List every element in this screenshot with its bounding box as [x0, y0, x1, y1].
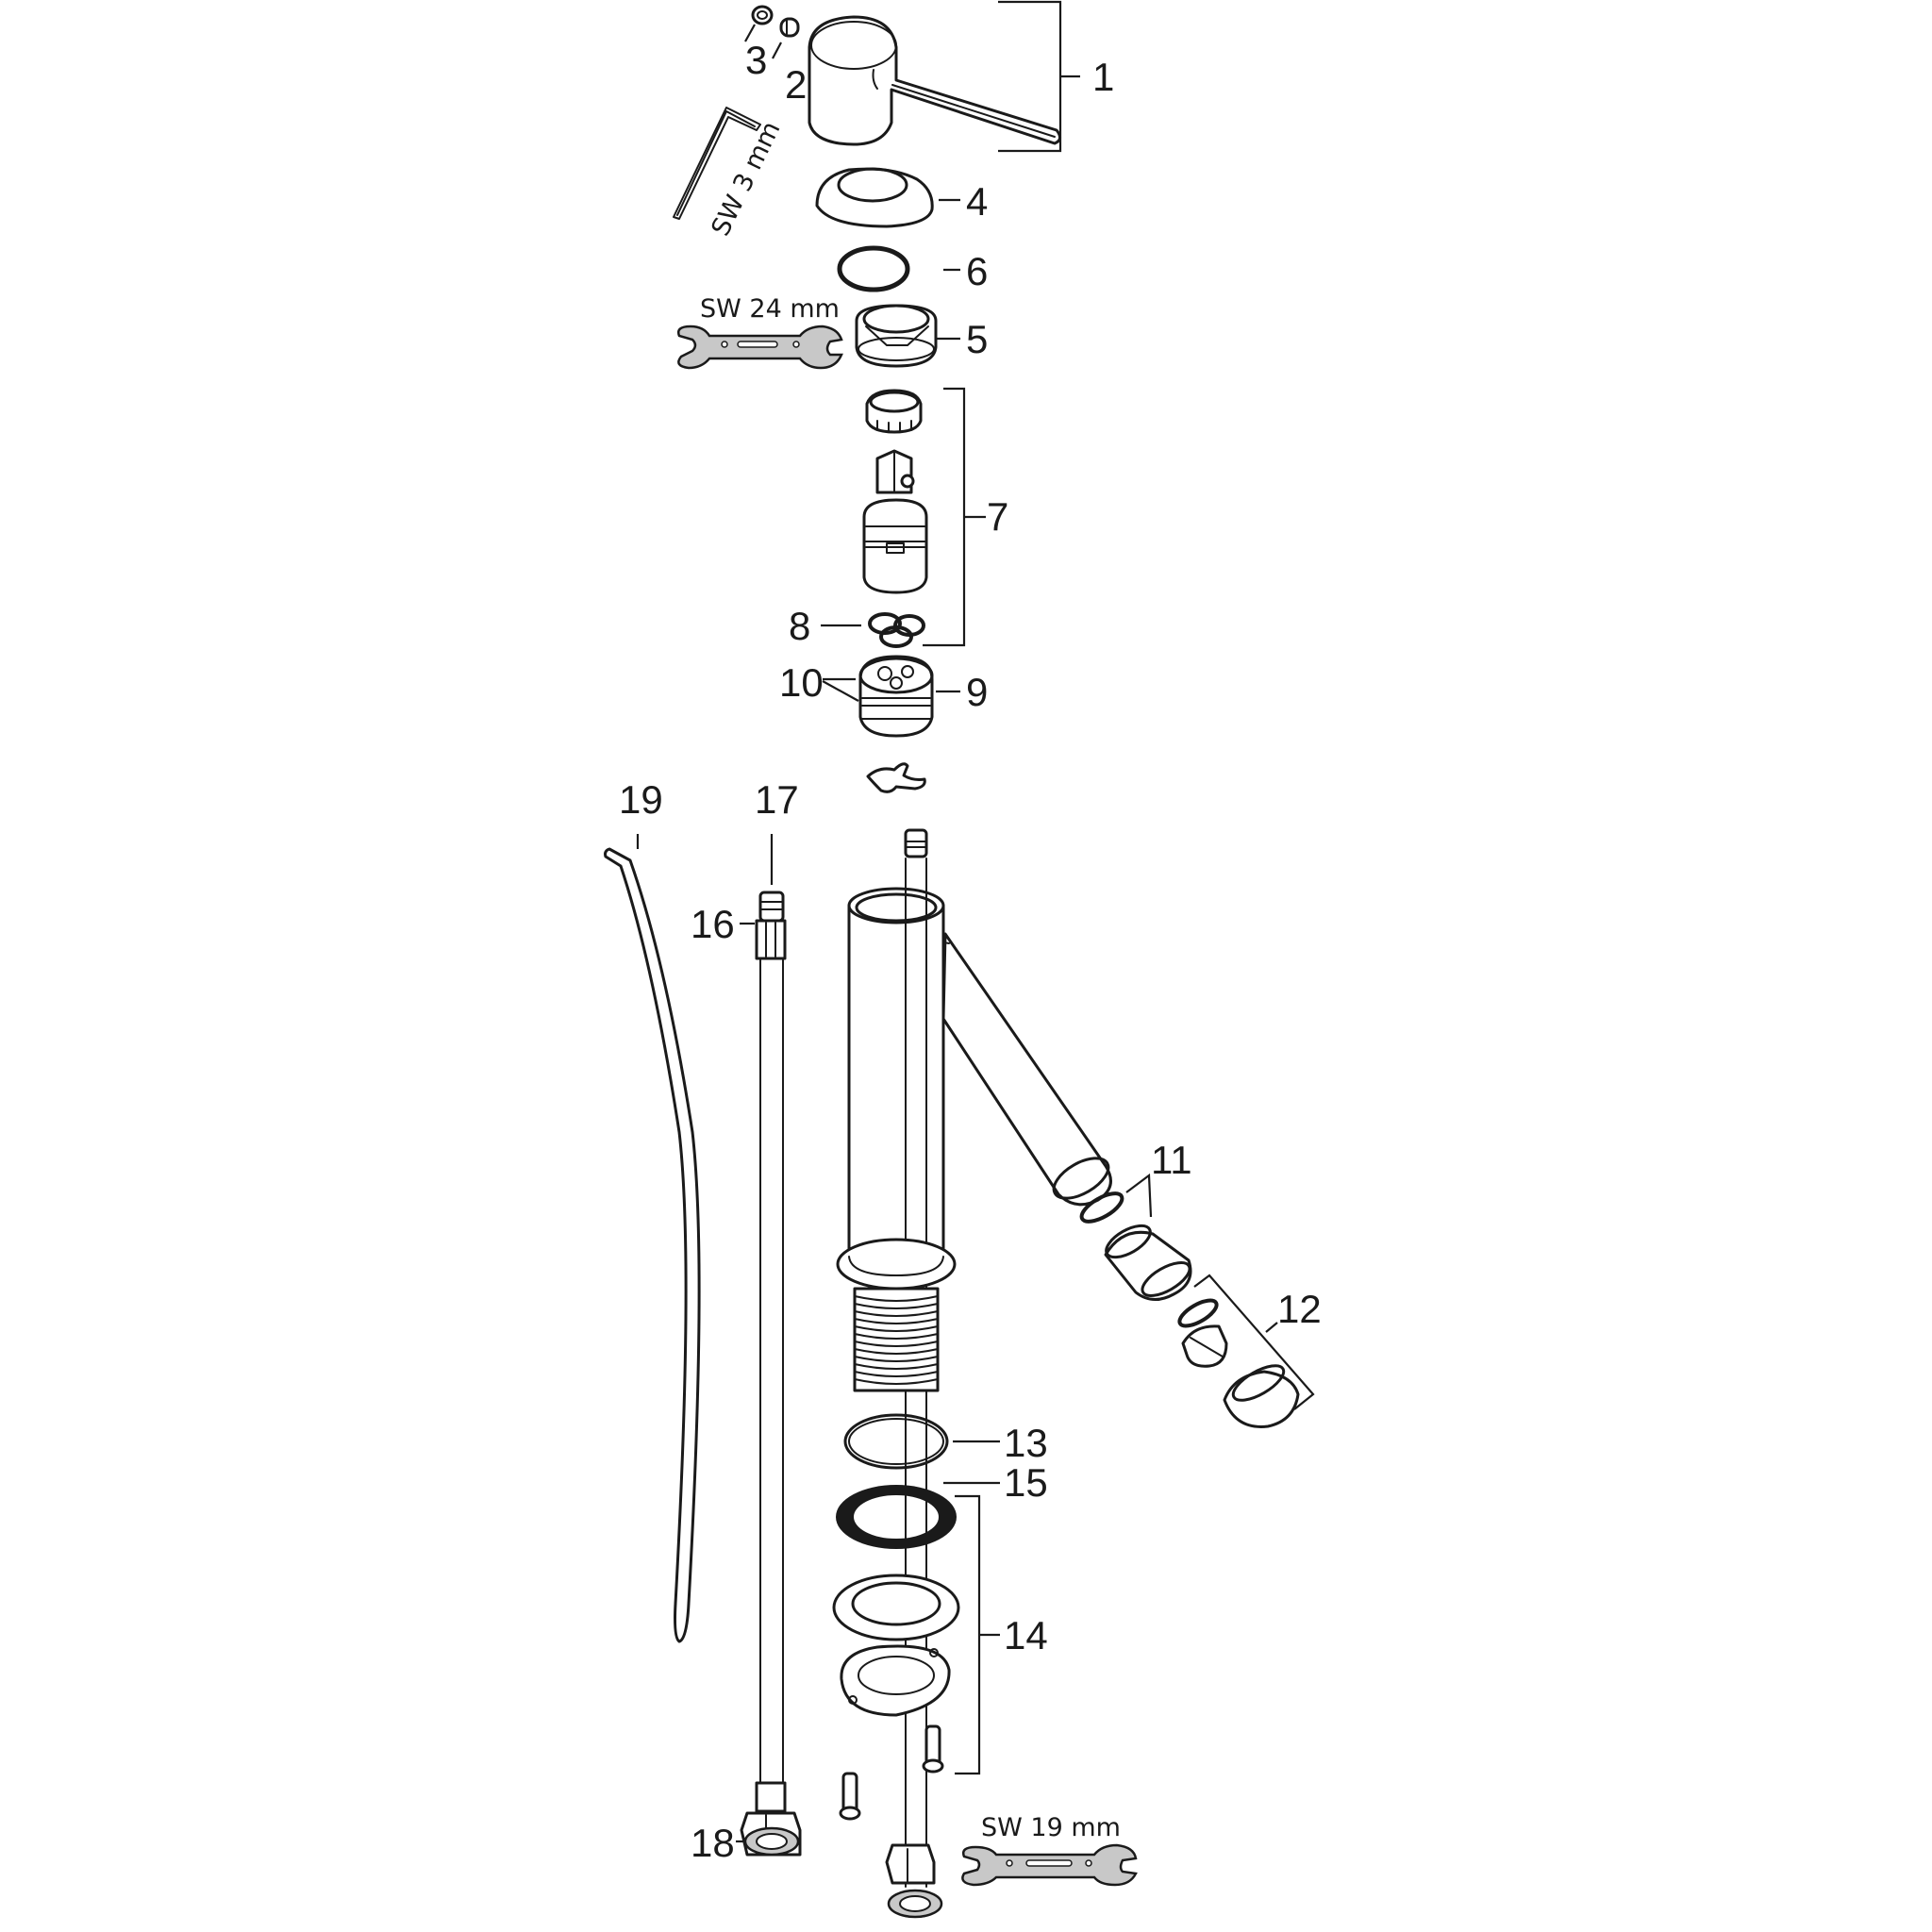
label-wrench-24: SW 24 mm [700, 294, 840, 324]
part-7-cartridge [862, 387, 986, 647]
label-part-9: 9 [966, 670, 988, 714]
part-12-aerator-set [1177, 1274, 1315, 1428]
label-part-3: 3 [745, 38, 767, 82]
label-part-13: 13 [1004, 1421, 1048, 1465]
part-3-set-screw [744, 5, 774, 42]
tap-body [836, 828, 1112, 1888]
label-part-14: 14 [1004, 1613, 1048, 1657]
part-1-lever-handle [808, 0, 1080, 153]
part-2-cover-cap [772, 17, 800, 59]
label-part-7: 7 [987, 494, 1008, 539]
label-part-6: 6 [966, 249, 988, 293]
part-labels: 1 2 3 4 5 6 7 8 9 10 11 12 13 14 15 16 1… [619, 38, 1322, 1865]
label-part-15: 15 [1004, 1460, 1048, 1505]
part-10-adapter-seals-leaders [822, 677, 859, 702]
hex-key-tool [673, 107, 761, 220]
part-8-cartridge-seal [821, 612, 925, 648]
part-17-connection-hose [740, 834, 802, 1857]
wrench-24-tool [677, 325, 843, 370]
part-11-spout-adapter [1079, 1173, 1192, 1301]
label-hex-key: SW 3 mm [706, 117, 786, 241]
hose-end-nut [885, 1843, 943, 1919]
label-part-12: 12 [1277, 1287, 1322, 1331]
part-4-cover-sleeve [815, 167, 960, 228]
label-part-19: 19 [619, 777, 663, 822]
label-part-16: 16 [691, 902, 735, 946]
label-part-8: 8 [789, 604, 810, 648]
thread-lines [854, 1295, 939, 1385]
part-18-hose-washer [736, 1826, 800, 1857]
label-wrench-19: SW 19 mm [981, 1813, 1121, 1842]
part-6-o-ring [837, 245, 960, 292]
label-part-10: 10 [779, 660, 824, 705]
part-15-base-gasket [836, 1481, 1000, 1549]
part-5-cartridge-nut [855, 304, 960, 368]
label-part-1: 1 [1092, 55, 1114, 99]
label-part-11: 11 [1151, 1138, 1192, 1182]
wrench-19-tool [961, 1843, 1138, 1887]
label-part-17: 17 [755, 777, 799, 822]
part-9-adapter-base [858, 655, 960, 738]
label-part-18: 18 [691, 1821, 735, 1865]
part-19-pull-rod [604, 834, 701, 1643]
part-13-base-o-ring [843, 1413, 1000, 1470]
label-part-4: 4 [966, 179, 988, 224]
label-part-5: 5 [966, 317, 988, 361]
retaining-clip [866, 762, 926, 793]
label-part-2: 2 [785, 62, 807, 107]
part-14-mounting-set [832, 1494, 1000, 1821]
